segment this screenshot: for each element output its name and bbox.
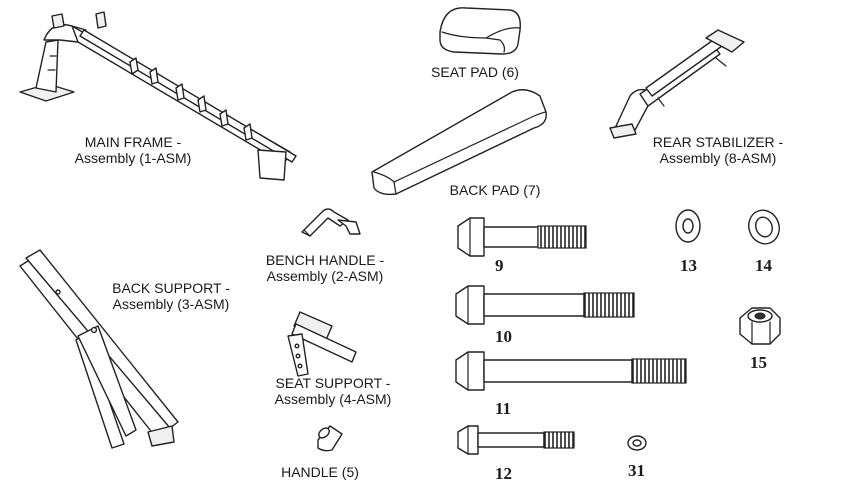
- washer-31-number: 31: [628, 461, 645, 480]
- bench-handle-label: BENCH HANDLE -Assembly (2-ASM): [265, 252, 385, 284]
- bolt-12-number: 12: [495, 464, 512, 483]
- bolt-9-drawing: [457, 217, 587, 257]
- back-support-drawing: [19, 249, 179, 449]
- bolt-9-number: 9: [495, 256, 504, 275]
- bench-handle-drawing: [301, 208, 361, 237]
- main-frame-drawing: [19, 11, 297, 181]
- bolt-11-number: 11: [495, 399, 512, 418]
- seat-support-drawing: [287, 311, 357, 377]
- washer-13-drawing: [675, 209, 701, 243]
- bolt-12-drawing: [457, 425, 575, 455]
- seat-pad-drawing: [439, 7, 521, 55]
- rear-stabilizer-label: REAR STABILIZER -Assembly (8-ASM): [652, 134, 784, 166]
- washer-14-number: 14: [755, 256, 772, 275]
- nut-15-drawing: [739, 307, 781, 345]
- back-pad-label: BACK PAD (7): [449, 182, 541, 198]
- handle-label: HANDLE (5): [281, 464, 359, 480]
- seat-support-label: SEAT SUPPORT -Assembly (4-ASM): [274, 375, 392, 407]
- seat-pad-label: SEAT PAD (6): [431, 64, 519, 80]
- washer-13-number: 13: [680, 256, 697, 275]
- back-pad-drawing: [371, 89, 547, 196]
- back-support-label: BACK SUPPORT -Assembly (3-ASM): [112, 280, 230, 312]
- nut-15-number: 15: [750, 353, 767, 372]
- washer-31-drawing: [627, 435, 647, 451]
- bolt-10-number: 10: [495, 327, 512, 346]
- handle-drawing: [317, 425, 343, 452]
- main-frame-label: MAIN FRAME -Assembly (1-ASM): [74, 134, 192, 166]
- rear-stabilizer-drawing: [609, 29, 745, 139]
- bolt-10-drawing: [455, 285, 635, 325]
- bolt-11-drawing: [455, 351, 687, 391]
- washer-14-drawing: [748, 209, 780, 245]
